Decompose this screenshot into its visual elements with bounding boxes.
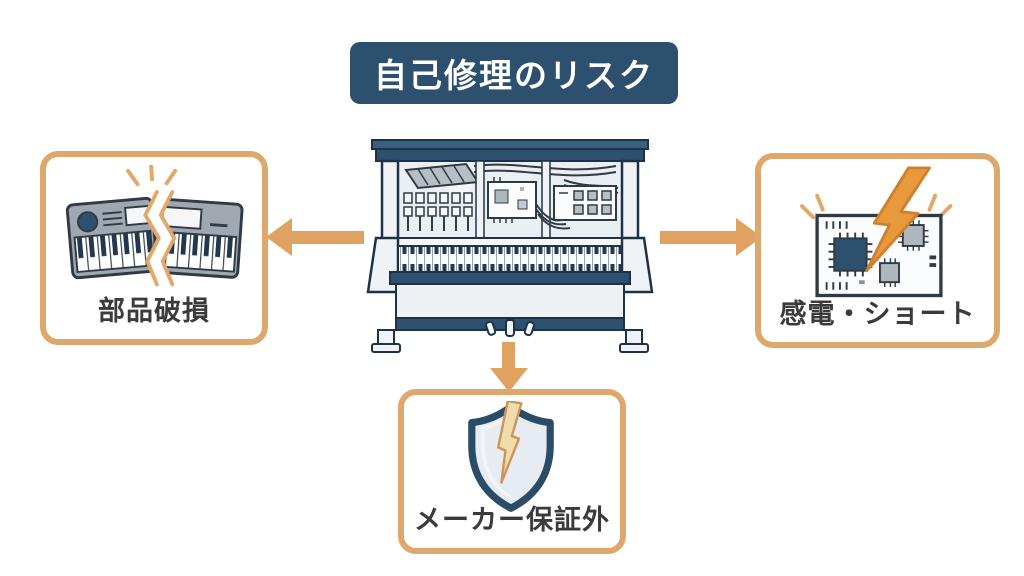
page-title-text: 自己修理のリスク (374, 57, 654, 94)
risk-label-parts-damage: 部品破損 (98, 296, 210, 326)
down-arrow-icon (490, 368, 528, 392)
risk-box-parts-damage: 部品破損 (40, 151, 268, 345)
page-title: 自己修理のリスク (350, 42, 678, 104)
short-circuit-lightning-icon (779, 164, 979, 312)
piano-legs (371, 329, 649, 353)
arrow-to-left-risk-shaft (290, 231, 364, 244)
arrow-to-bottom-risk-shaft (502, 342, 515, 370)
piano-interior (397, 160, 623, 240)
risk-label-warranty-void: メーカー保証外 (414, 505, 610, 535)
risk-label-electric-shock: 感電・ショート (779, 299, 976, 329)
cracked-shield-icon (459, 399, 563, 518)
piano-action-mechanism (403, 192, 473, 231)
risk-box-warranty-void: メーカー保証外 (398, 389, 626, 554)
broken-keyboard-icon (59, 164, 249, 300)
open-upright-piano-illustration (366, 139, 654, 353)
piano-keyboard (389, 245, 631, 285)
arrow-to-right-risk-shaft (660, 231, 736, 244)
piano-circuit-board (487, 177, 537, 223)
piano-control-panel (553, 185, 617, 221)
center-illustration (360, 134, 660, 354)
piano-hammer-cover (404, 162, 480, 190)
piano-pedals (485, 319, 535, 337)
risk-box-electric-shock: 感電・ショート (755, 153, 1000, 348)
piano-lid (371, 139, 649, 162)
left-arrow-icon (266, 218, 292, 256)
